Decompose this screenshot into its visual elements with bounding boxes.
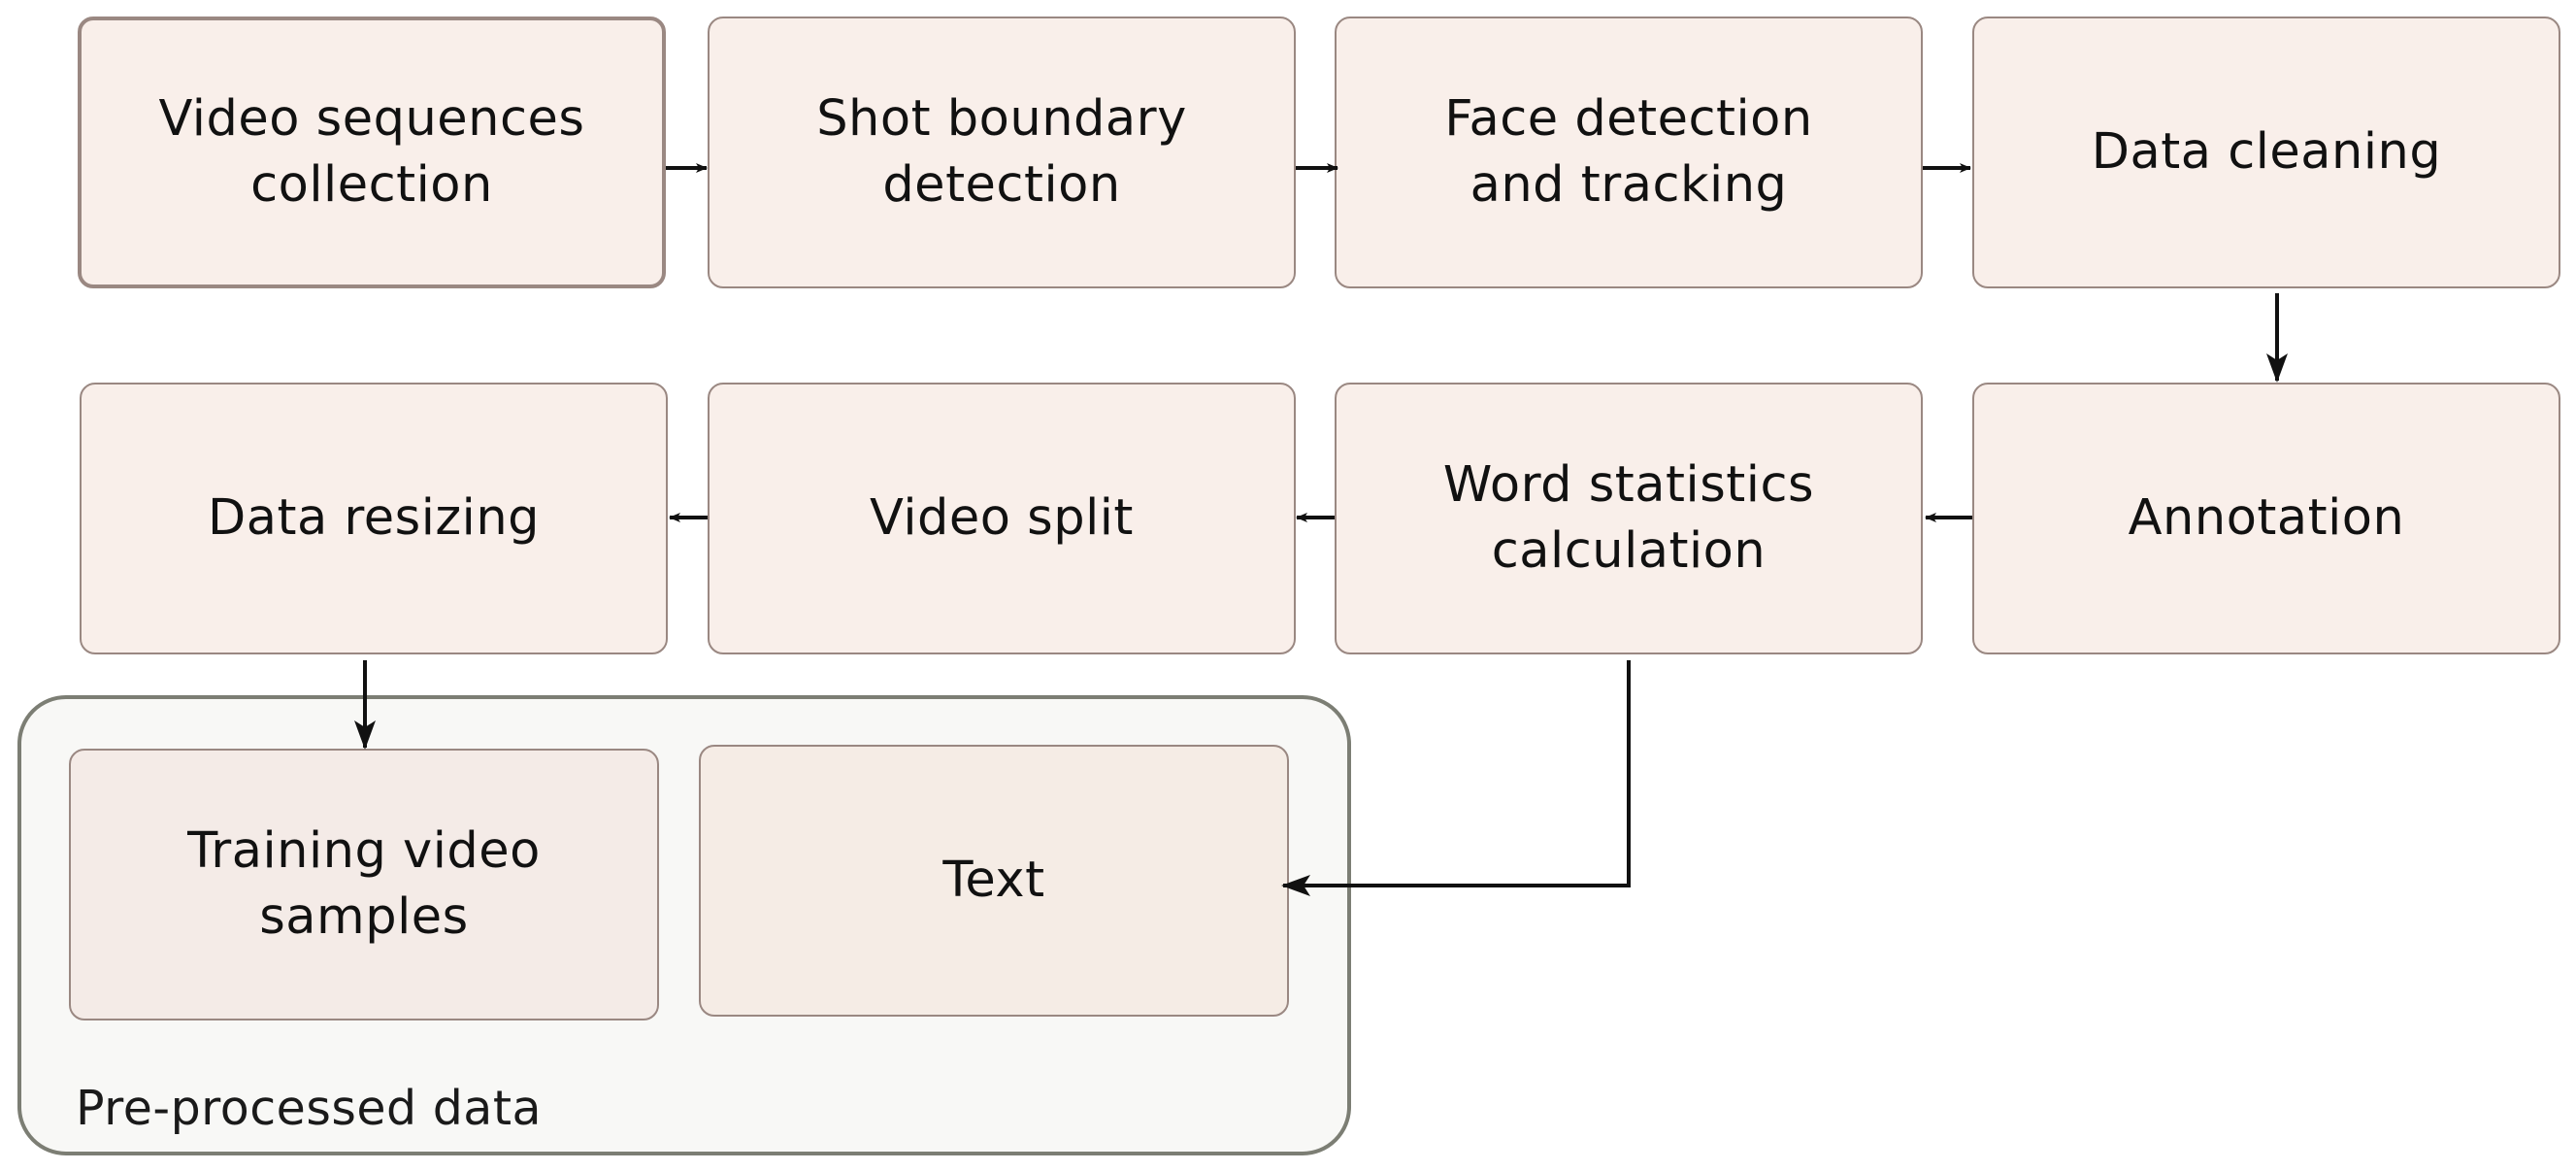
node-label: Face detection and tracking — [1444, 90, 1813, 214]
node-label: Shot boundary detection — [816, 90, 1187, 214]
node-label: Word statistics calculation — [1442, 456, 1815, 580]
group-label: Pre-processed data — [76, 1081, 543, 1136]
node-text: Text — [699, 745, 1289, 1017]
node-annotation: Annotation — [1972, 383, 2560, 654]
node-label: Data resizing — [207, 489, 541, 547]
node-label: Training video samples — [187, 822, 541, 946]
node-label: Video sequences collection — [158, 90, 585, 214]
node-label: Video split — [870, 489, 1134, 547]
node-shot-boundary-detection: Shot boundary detection — [708, 17, 1296, 288]
node-label: Annotation — [2128, 489, 2405, 547]
node-face-detection-tracking: Face detection and tracking — [1335, 17, 1923, 288]
node-video-split: Video split — [708, 383, 1296, 654]
node-word-statistics-calculation: Word statistics calculation — [1335, 383, 1923, 654]
node-data-resizing: Data resizing — [80, 383, 668, 654]
node-data-cleaning: Data cleaning — [1972, 17, 2560, 288]
node-label: Data cleaning — [2091, 123, 2442, 181]
node-label: Text — [942, 852, 1045, 909]
node-video-sequences-collection: Video sequences collection — [78, 17, 666, 288]
node-training-video-samples: Training video samples — [69, 749, 659, 1020]
